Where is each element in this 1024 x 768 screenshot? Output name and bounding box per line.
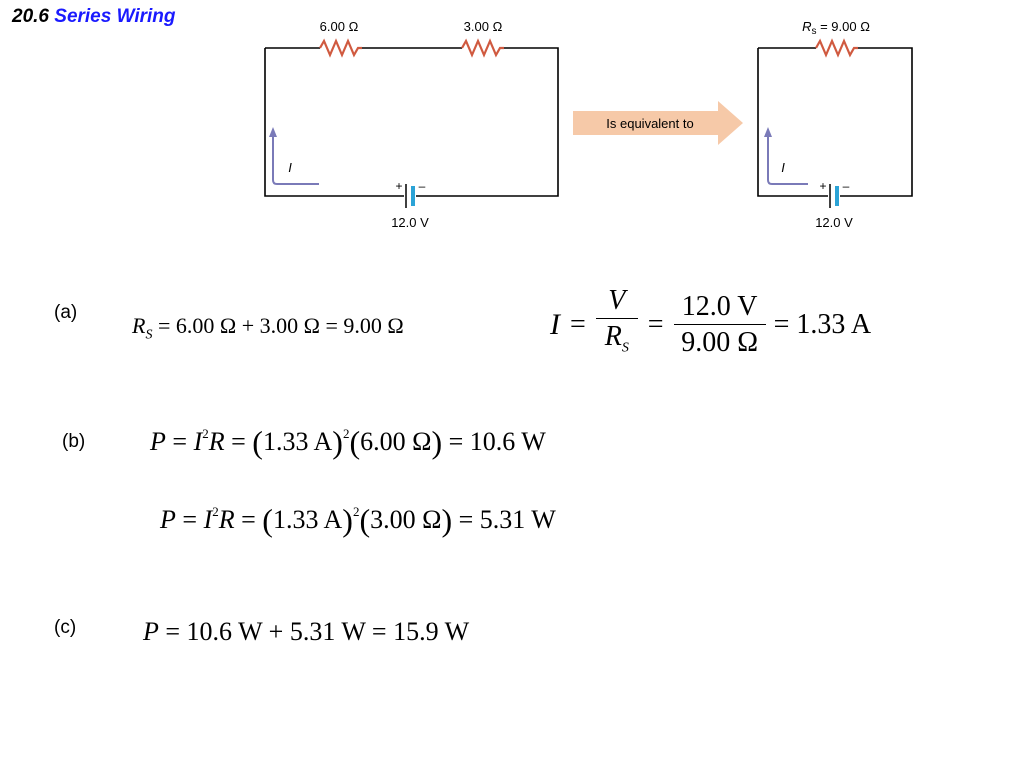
total-power-equation: P = 10.6 W + 5.31 W = 15.9 W xyxy=(143,617,470,646)
rs-subscript: S xyxy=(145,327,153,343)
section-number: 20.6 xyxy=(12,6,49,27)
resistor-6-ohm xyxy=(319,38,362,58)
current-arrow-icon xyxy=(272,133,319,185)
section-name: Series Wiring xyxy=(54,6,176,27)
current-arrowhead-icon xyxy=(764,127,772,137)
fraction-v-over-rs: V RS xyxy=(595,284,638,367)
battery-plus-label: + xyxy=(819,179,826,193)
rs-symbol: R xyxy=(132,313,146,338)
rs-equation-rhs: = 6.00 Ω + 3.00 Ω = 9.00 Ω xyxy=(152,313,404,338)
voltage-label: 12.0 V xyxy=(815,215,853,230)
fraction-denominator: RS xyxy=(604,321,629,356)
fraction-numerator: V xyxy=(608,285,626,316)
right-circuit: Rs = 9.00 Ω + – 12.0 V I xyxy=(757,19,913,230)
equivalence-arrow: Is equivalent to xyxy=(573,101,743,145)
resistor-3-ohm-label: 3.00 Ω xyxy=(464,19,503,34)
battery-minus-label: – xyxy=(419,179,426,193)
left-circuit-wire xyxy=(264,47,559,197)
equivalent-resistor-label: Rs = 9.00 Ω xyxy=(802,19,870,37)
current-symbol: I xyxy=(550,308,560,342)
equals-sign: = xyxy=(647,309,664,341)
battery-plus-label: + xyxy=(395,179,402,193)
power-6-ohm-equation: P = I2R = (1.33 A)2(6.00 Ω) = 10.6 W xyxy=(150,424,546,460)
right-circuit-wire xyxy=(757,47,913,197)
fraction-numeric: 12.0 V 9.00 Ω xyxy=(673,290,766,361)
fraction-bar xyxy=(595,318,638,319)
part-c-label: (c) xyxy=(54,617,77,638)
fraction-denominator: 9.00 Ω xyxy=(681,326,758,358)
current-arrowhead-icon xyxy=(269,127,277,137)
equivalence-label: Is equivalent to xyxy=(606,116,693,131)
part-b-label: (b) xyxy=(62,431,86,452)
current-result: = 1.33 A xyxy=(773,309,872,341)
fraction-bar xyxy=(673,323,766,325)
circuit-diagram: 6.00 Ω 3.00 Ω + – 12.0 V I Is equivalent… xyxy=(264,19,913,230)
voltage-label: 12.0 V xyxy=(391,215,429,230)
current-label: I xyxy=(288,160,292,175)
left-circuit: 6.00 Ω 3.00 Ω + – 12.0 V I xyxy=(264,19,559,230)
current-arrow-icon xyxy=(767,133,808,185)
arrow-right-icon xyxy=(573,101,743,145)
power-3-ohm-equation: P = I2R = (1.33 A)2(3.00 Ω) = 5.31 W xyxy=(160,502,556,538)
fraction-numerator: 12.0 V xyxy=(681,290,758,322)
slide-title: 20.6 Series Wiring xyxy=(12,6,176,28)
battery-minus-label: – xyxy=(843,179,850,193)
equivalent-resistor xyxy=(815,38,858,58)
resistor-3-ohm xyxy=(461,38,504,58)
current-label: I xyxy=(781,160,785,175)
equivalent-resistance-equation: RS = 6.00 Ω + 3.00 Ω = 9.00 Ω xyxy=(132,313,404,343)
current-equation: I = V RS = 12.0 V 9.00 Ω = 1.33 A xyxy=(550,284,871,367)
resistor-6-ohm-label: 6.00 Ω xyxy=(320,19,359,34)
part-a-label: (a) xyxy=(54,302,78,323)
equals-sign: = xyxy=(570,309,586,341)
